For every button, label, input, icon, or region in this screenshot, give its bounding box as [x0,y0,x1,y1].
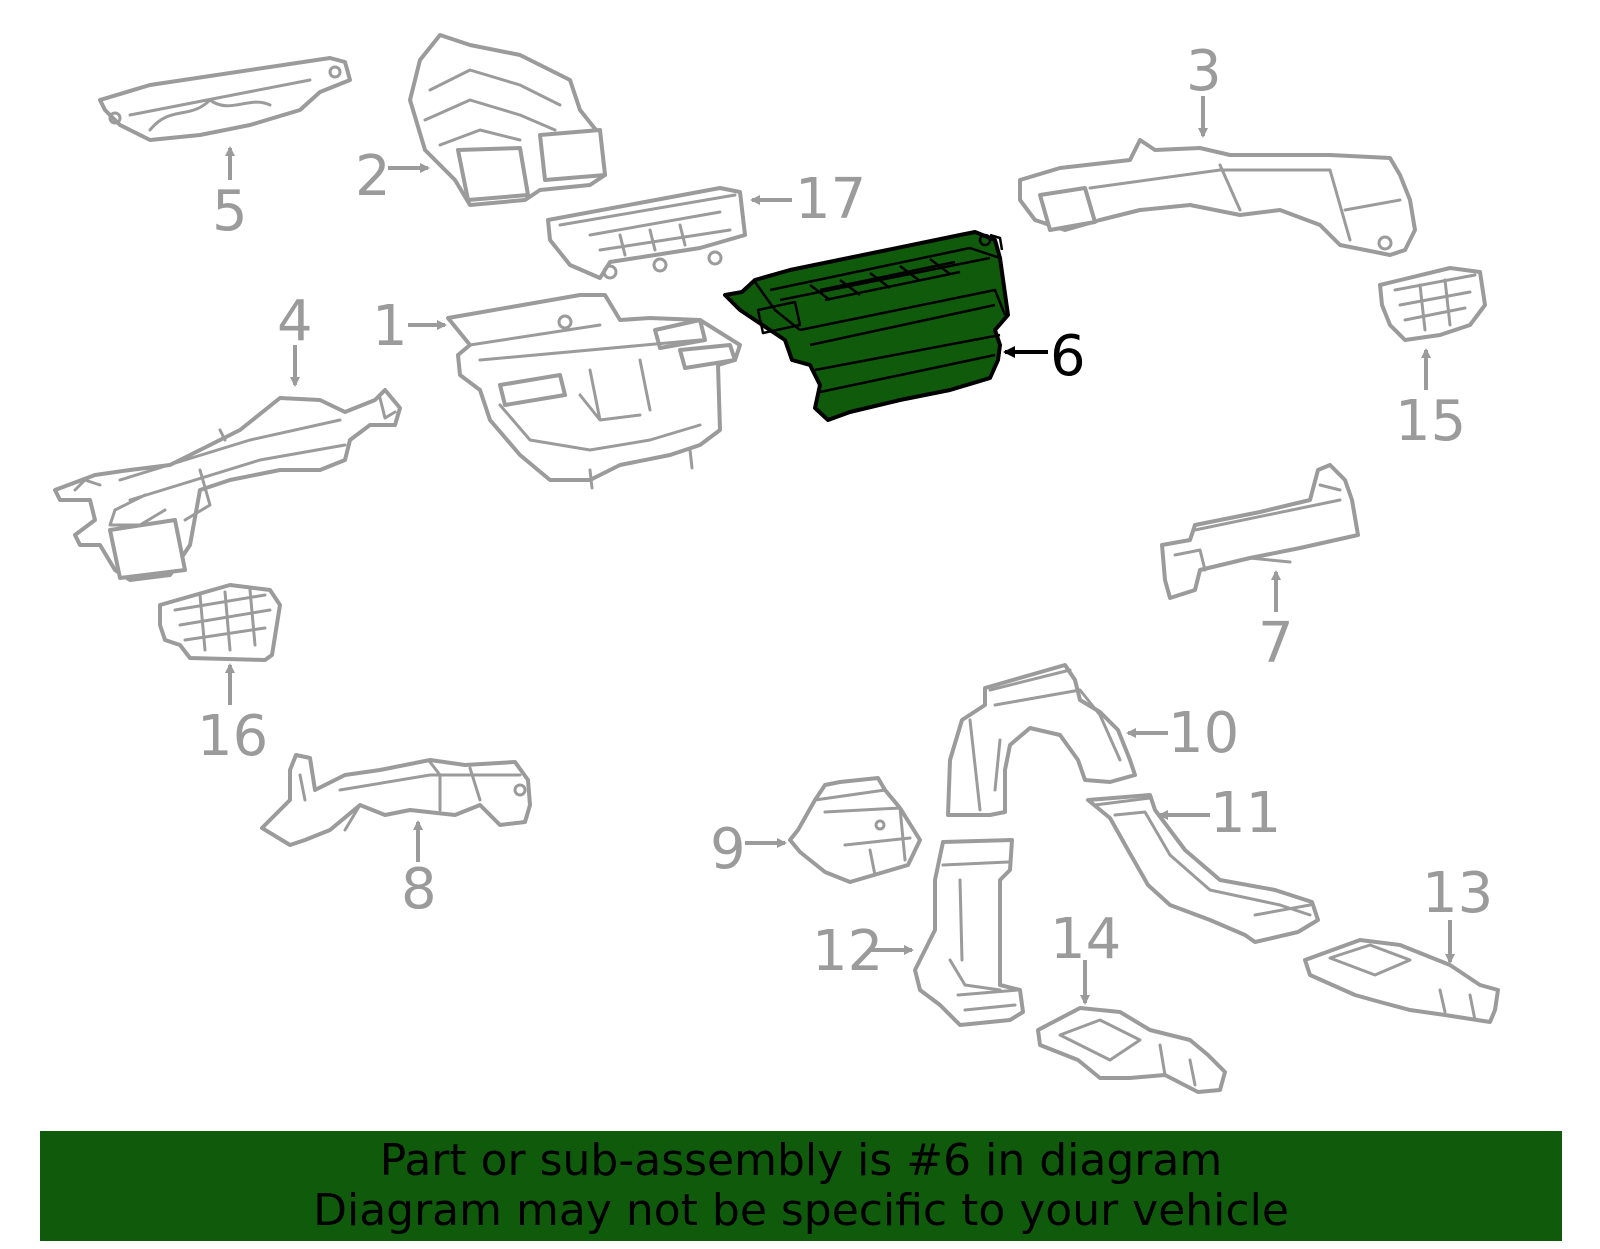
part-3-duct[interactable] [1018,138,1417,257]
part-6-highlighted[interactable] [723,230,1010,422]
part-12-duct[interactable] [913,838,1025,1027]
part-5-bracket[interactable] [98,56,352,142]
callout-9: 9 [710,817,746,882]
callout-17: 17 [795,167,866,232]
callout-4: 4 [277,289,313,354]
info-banner: Part or sub-assembly is #6 in diagram Di… [40,1131,1562,1241]
callout-8: 8 [401,857,437,922]
part-17-grille[interactable] [546,186,747,280]
callout-10: 10 [1168,701,1239,766]
part-16-vent[interactable] [158,583,282,662]
part-15-vent[interactable] [1378,266,1487,342]
callout-1: 1 [372,294,408,359]
part-10-duct[interactable] [946,663,1137,817]
callout-3: 3 [1186,39,1222,104]
callout-11: 11 [1210,781,1281,846]
callout-13: 13 [1422,861,1493,926]
banner-line-2: Diagram may not be specific to your vehi… [313,1185,1289,1236]
part-14-duct[interactable] [1036,1006,1227,1094]
callout-16: 16 [197,704,268,769]
banner-line-1: Part or sub-assembly is #6 in diagram [379,1135,1223,1186]
part-7-duct[interactable] [1160,463,1360,600]
callout-2: 2 [355,144,391,209]
callout-15: 15 [1395,389,1466,454]
callout-12: 12 [812,919,883,984]
part-9-vent[interactable] [788,776,922,884]
part-11-duct[interactable] [1086,793,1320,944]
part-2-duct[interactable] [408,33,607,207]
callout-7: 7 [1258,611,1294,676]
callout-5: 5 [212,179,248,244]
part-1-housing[interactable] [446,293,742,490]
part-8-duct[interactable] [260,753,532,847]
callout-14: 14 [1050,907,1121,972]
callout-6: 6 [1050,324,1086,389]
part-4-duct[interactable] [53,388,402,582]
part-13-duct[interactable] [1303,938,1500,1024]
